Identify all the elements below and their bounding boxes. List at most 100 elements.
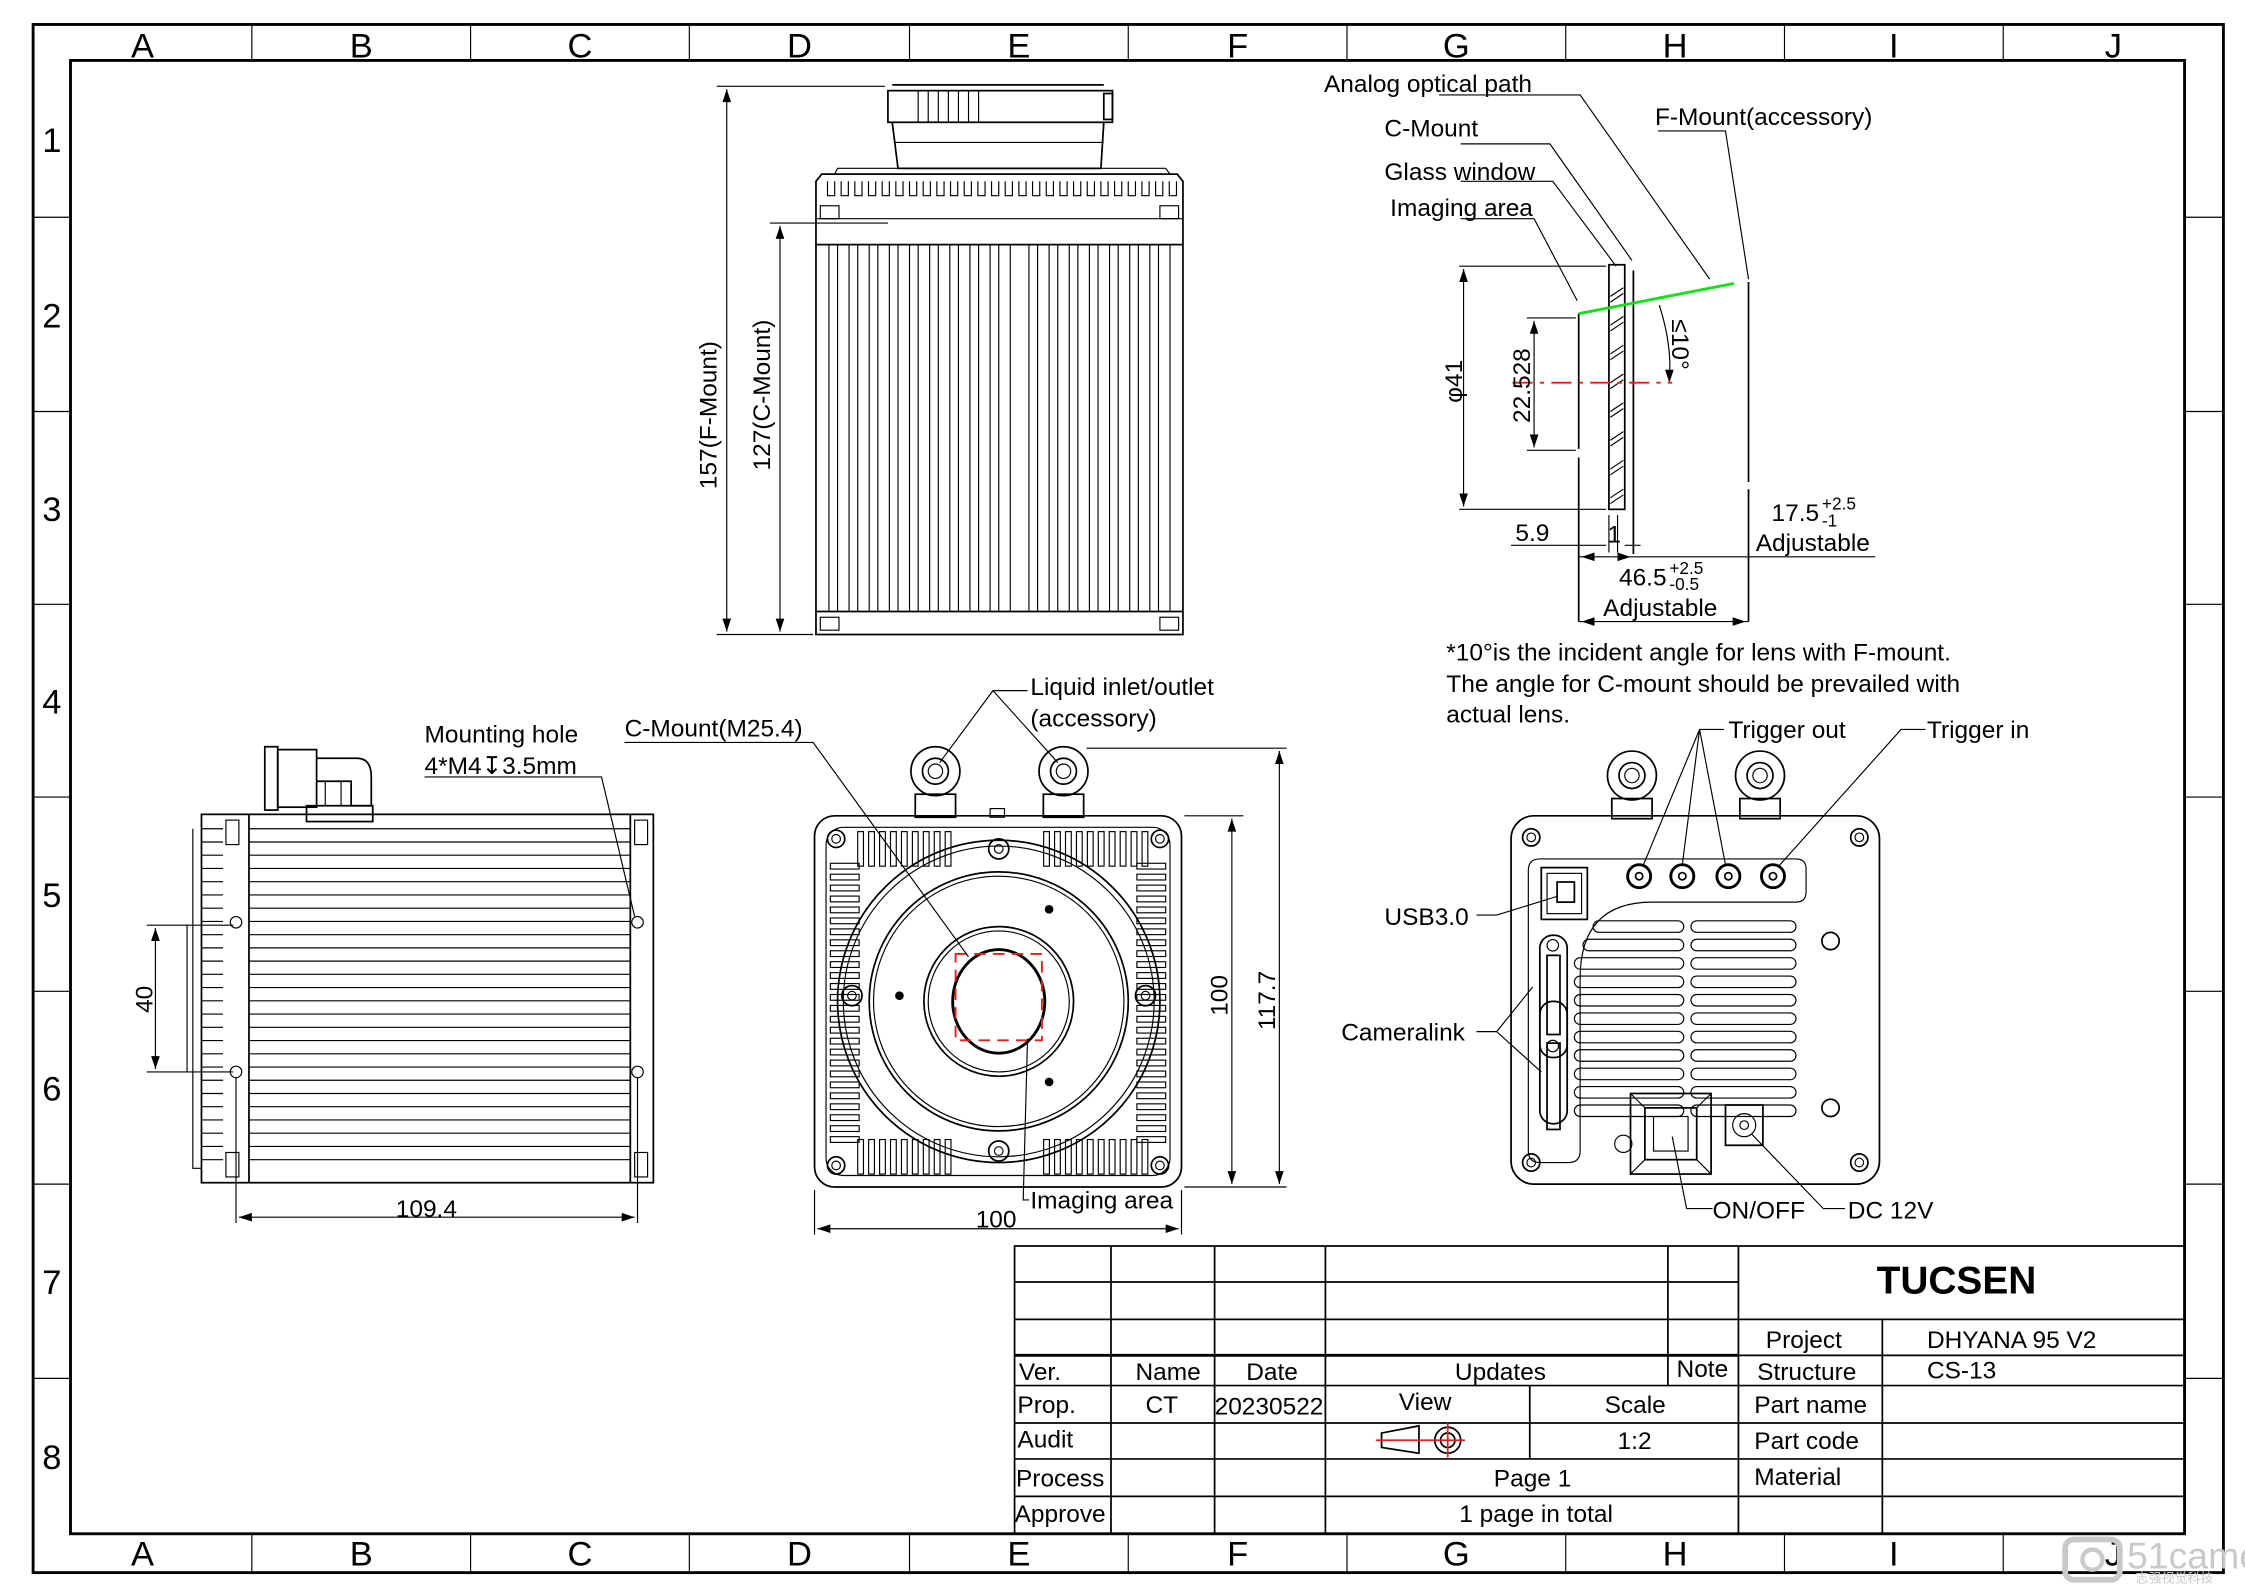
dim-127-c-mount: 127(C-Mount) — [749, 320, 776, 471]
field-structure-label: Structure — [1757, 1359, 1856, 1386]
field-part-name-label: Part name — [1754, 1392, 1867, 1419]
row-label: 8 — [42, 1439, 61, 1477]
dim-46-5-tol-lower: -0.5 — [1669, 574, 1699, 594]
label-trigger-out: Trigger out — [1728, 717, 1846, 744]
dim-front-height-100: 100 — [1207, 975, 1234, 1016]
dim-117-7: 117.7 — [1254, 971, 1281, 1030]
header-date: Date — [1246, 1359, 1298, 1386]
column-labels-top: A B C D E F G H I J — [131, 28, 2122, 66]
front-view-drawing — [624, 690, 1287, 1235]
dim-phi41: φ41 — [1441, 360, 1468, 403]
row-label-prop: Prop. — [1017, 1392, 1075, 1419]
dim-5-9: 5.9 — [1515, 520, 1549, 547]
label-imaging-area-front: Imaging area — [1030, 1188, 1173, 1215]
watermark-subtext: 志强视觉科技 — [2136, 1571, 2214, 1586]
field-project-label: Project — [1766, 1327, 1842, 1354]
dim-40: 40 — [132, 986, 159, 1013]
dim-17-5-value: 17.5 — [1772, 500, 1820, 527]
note-line-3: actual lens. — [1446, 701, 1570, 728]
dim-22-528: 22.528 — [1509, 348, 1536, 423]
header-name: Name — [1135, 1359, 1200, 1386]
column-label-top: B — [350, 28, 373, 66]
label-c-mount-m25-4: C-Mount(M25.4) — [625, 716, 803, 743]
label-analog-optical-path: Analog optical path — [1324, 71, 1532, 98]
label-c-mount: C-Mount — [1384, 116, 1478, 143]
column-label-bottom: E — [1007, 1535, 1030, 1573]
label-liquid-inlet-outlet: Liquid inlet/outlet — [1030, 674, 1214, 701]
dim-17-5-tol-upper: +2.5 — [1822, 493, 1856, 513]
row-label-approve: Approve — [1015, 1501, 1106, 1528]
column-label-bottom: C — [567, 1535, 592, 1573]
prop-name-value: CT — [1146, 1392, 1179, 1419]
dim-46-5-note: Adjustable — [1603, 595, 1717, 622]
column-label-bottom: B — [350, 1535, 373, 1573]
column-label-top: I — [1889, 28, 1899, 66]
row-label: 6 — [42, 1071, 61, 1109]
column-label-top: J — [2105, 28, 2122, 66]
column-label-bottom: G — [1443, 1535, 1470, 1573]
prop-date-value: 20230522 — [1215, 1393, 1324, 1420]
label-liquid-accessory: (accessory) — [1030, 706, 1156, 733]
row-label-audit: Audit — [1017, 1426, 1073, 1453]
row-label: 5 — [42, 877, 61, 915]
column-label-top: E — [1007, 28, 1030, 66]
column-label-bottom: D — [787, 1535, 812, 1573]
row-label: 3 — [42, 491, 61, 529]
row-labels-left: 1 2 3 4 5 6 7 8 — [42, 122, 61, 1477]
column-label-top: A — [131, 28, 154, 66]
header-note: Note — [1677, 1356, 1729, 1383]
row-label: 1 — [42, 122, 61, 160]
header-updates: Updates — [1455, 1359, 1546, 1386]
watermark-text: 51camera — [2127, 1534, 2245, 1576]
dim-front-width-100: 100 — [976, 1206, 1017, 1233]
column-label-top: G — [1443, 28, 1470, 66]
column-label-bottom: H — [1663, 1535, 1688, 1573]
column-label-bottom: I — [1889, 1535, 1899, 1573]
field-project-value: DHYANA 95 V2 — [1927, 1327, 2096, 1354]
column-label-bottom: F — [1227, 1535, 1248, 1573]
column-label-bottom: A — [131, 1535, 154, 1573]
label-usb3: USB3.0 — [1384, 904, 1468, 931]
title-brand: TUCSEN — [1877, 1259, 2037, 1302]
row-label: 4 — [42, 684, 61, 722]
page-total: 1 page in total — [1459, 1501, 1613, 1528]
page-number: Page 1 — [1494, 1465, 1572, 1492]
row-label: 2 — [42, 297, 61, 335]
row-label: 7 — [42, 1264, 61, 1302]
title-block — [1013, 1245, 2186, 1535]
scale-value: 1:2 — [1618, 1428, 1652, 1455]
column-label-top: D — [787, 28, 812, 66]
top-view-drawing — [716, 84, 1184, 636]
label-dc-12v: DC 12V — [1848, 1198, 1934, 1225]
label-glass-window: Glass window — [1384, 159, 1535, 186]
row-label-process: Process — [1016, 1465, 1104, 1492]
field-part-code-label: Part code — [1754, 1428, 1859, 1455]
dim-46-5: 46.5 +2.5 -0.5 Adjustable — [1603, 558, 1717, 622]
label-mounting-hole-spec: 4*M4↧3.5mm — [425, 753, 577, 780]
dim-17-5-tol-lower: -1 — [1822, 511, 1837, 531]
label-imaging-area-optical: Imaging area — [1390, 195, 1533, 222]
note-line-1: *10°is the incident angle for lens with … — [1446, 639, 1951, 666]
dim-angle-10: ≤10° — [1666, 319, 1693, 369]
sheet-frame — [31, 23, 2225, 1575]
scale-label: Scale — [1605, 1392, 1666, 1419]
incident-angle-note: *10°is the incident angle for lens with … — [1446, 639, 1960, 728]
dim-17-5: 17.5 +2.5 -1 Adjustable — [1756, 493, 1870, 557]
column-label-top: C — [567, 28, 592, 66]
label-trigger-in: Trigger in — [1927, 717, 2029, 744]
field-material-label: Material — [1754, 1464, 1841, 1491]
watermark-logo-icon — [2062, 1536, 2123, 1583]
label-f-mount-accessory: F-Mount(accessory) — [1655, 104, 1872, 131]
dim-glass-1: 1 — [1607, 521, 1621, 548]
label-on-off: ON/OFF — [1713, 1198, 1805, 1225]
column-label-top: H — [1663, 28, 1688, 66]
watermark: 51camera 志强视觉科技 — [2062, 1534, 2245, 1586]
view-label: View — [1399, 1389, 1452, 1416]
dim-157-f-mount: 157(F-Mount) — [696, 341, 723, 489]
dim-109-4: 109.4 — [396, 1196, 457, 1223]
header-ver: Ver. — [1019, 1359, 1061, 1386]
dim-46-5-tol-upper: +2.5 — [1669, 558, 1703, 578]
column-label-top: F — [1227, 28, 1248, 66]
